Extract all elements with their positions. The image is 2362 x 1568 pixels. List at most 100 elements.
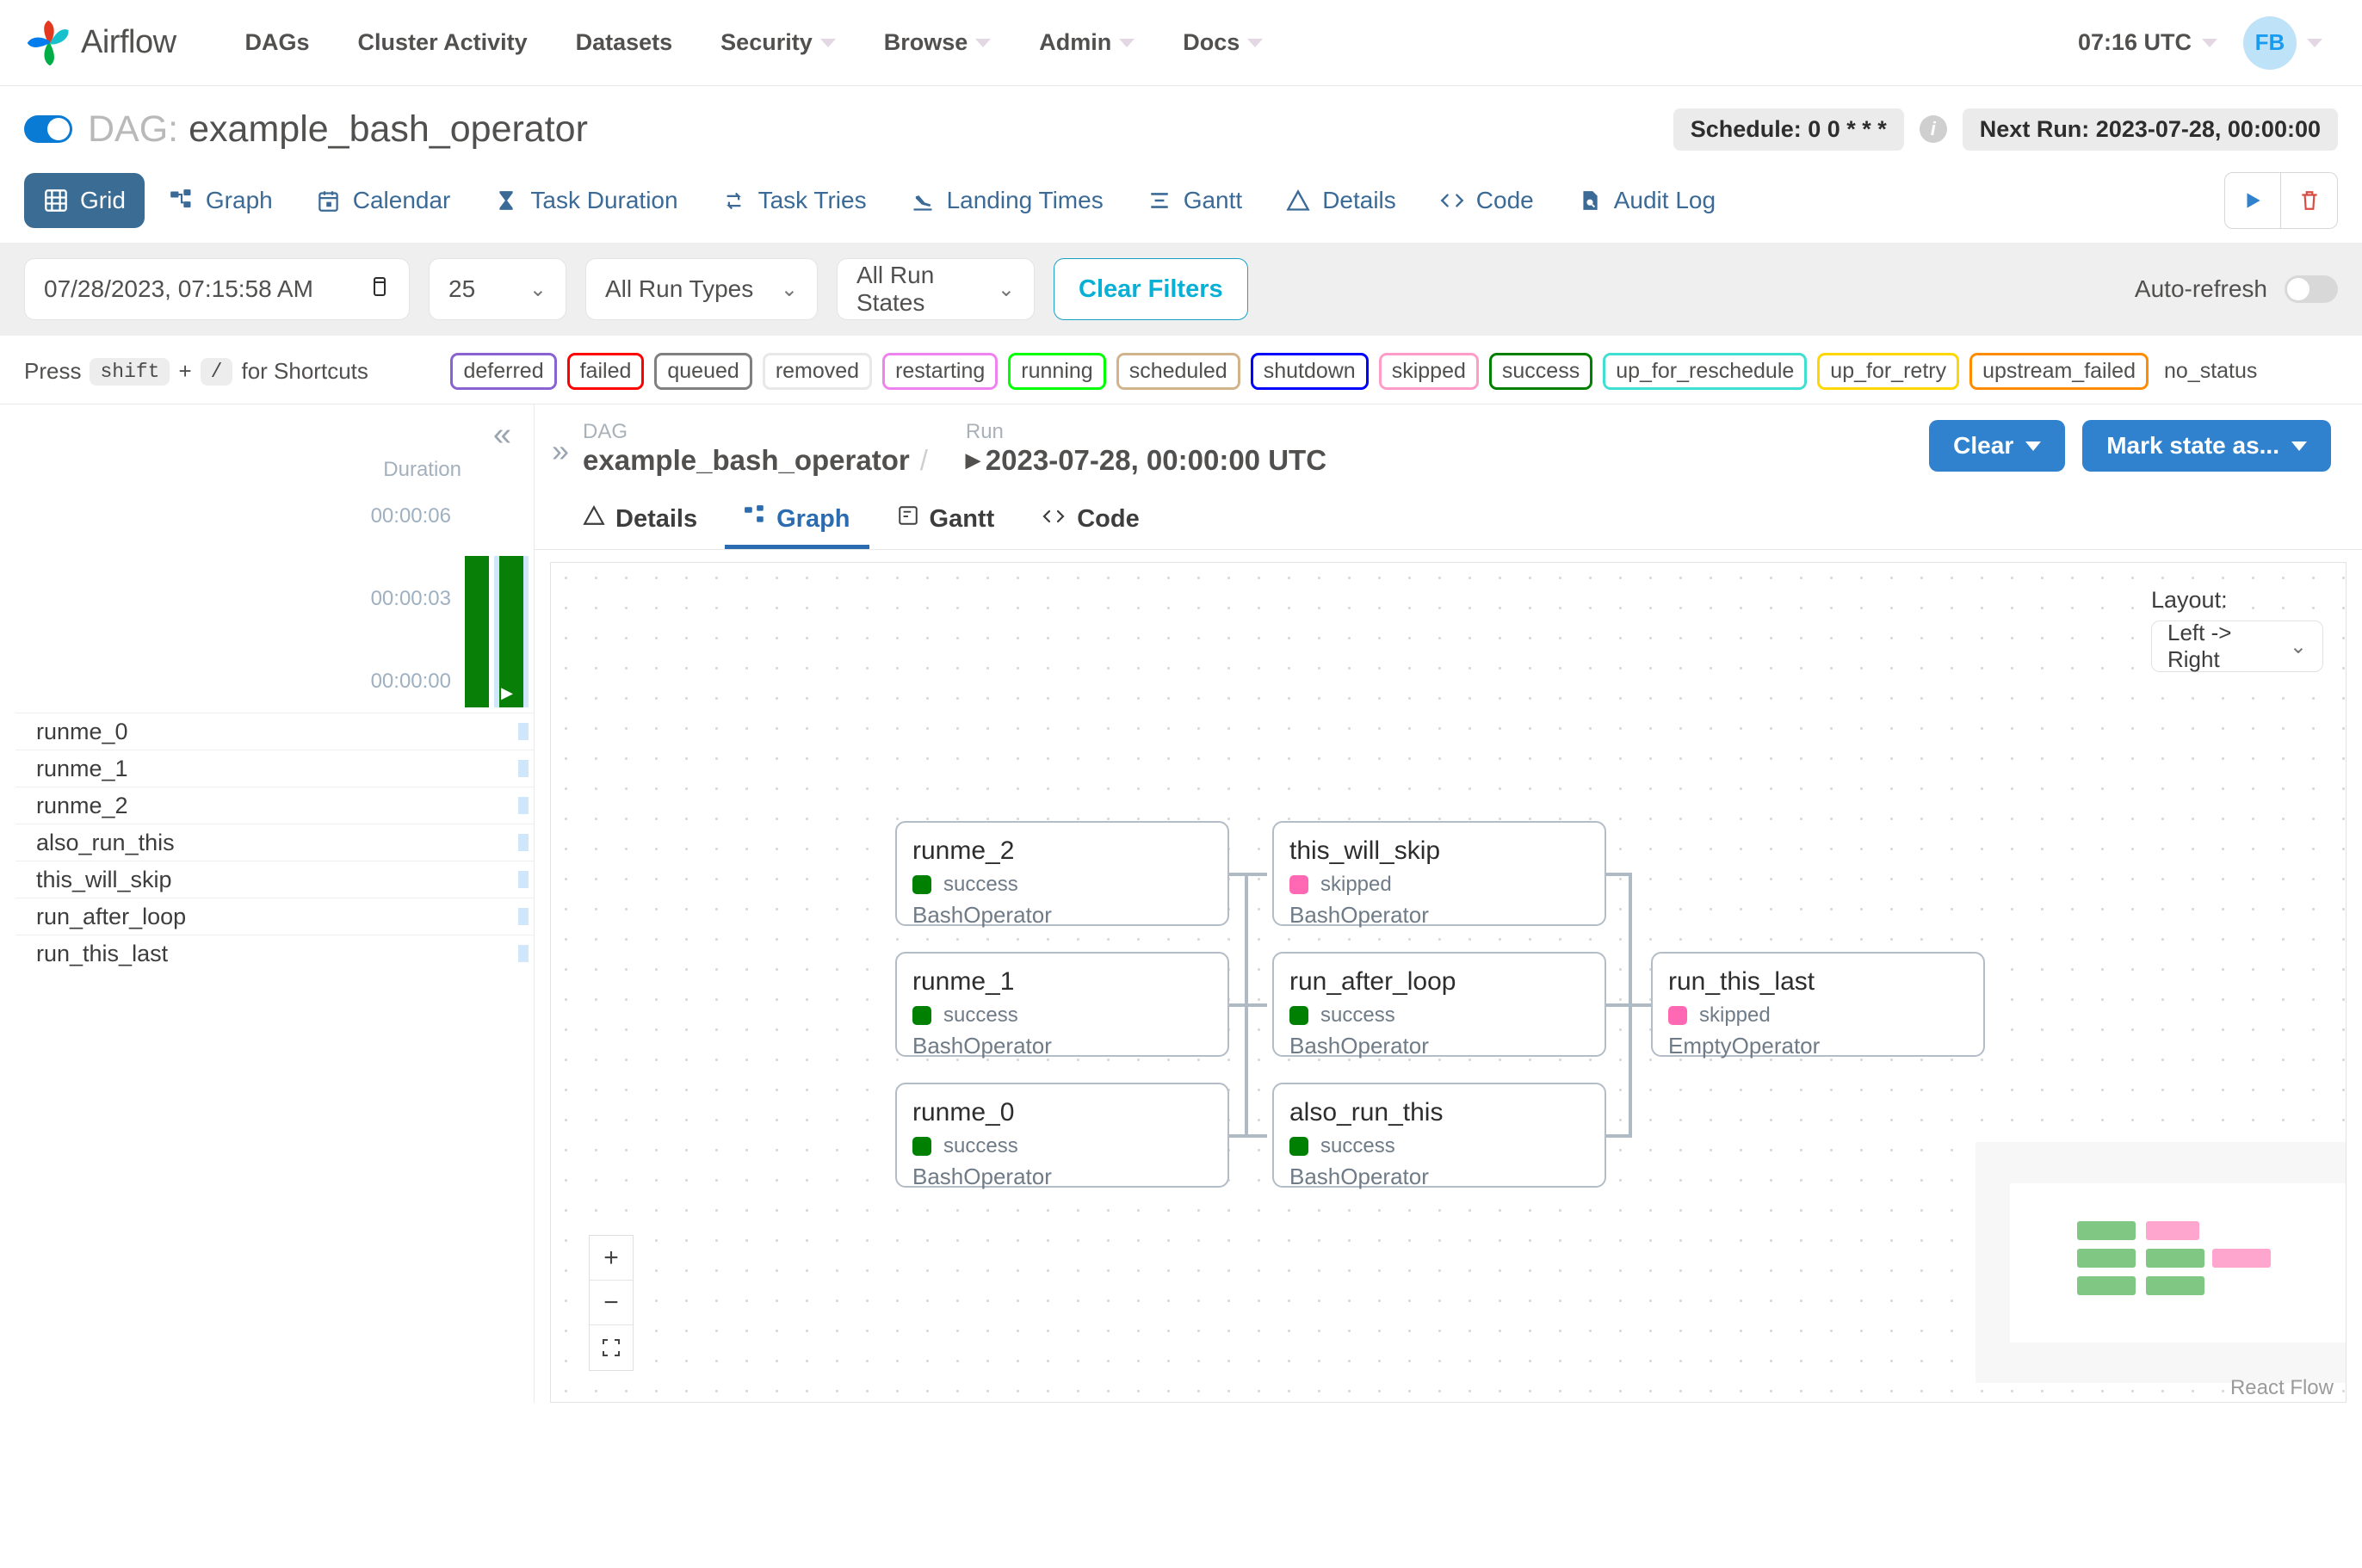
legend-badge-shutdown[interactable]: shutdown xyxy=(1250,353,1369,390)
expand-panel-icon[interactable]: » xyxy=(552,433,570,468)
fit-view-button[interactable] xyxy=(590,1325,633,1370)
duration-bar[interactable] xyxy=(499,556,523,707)
state-cell[interactable] xyxy=(503,797,513,814)
airflow-logo-icon xyxy=(24,17,76,69)
state-cell[interactable] xyxy=(518,908,529,925)
zoom-in-button[interactable]: + xyxy=(590,1236,633,1281)
legend-badge-success[interactable]: success xyxy=(1488,353,1593,390)
nav-items: DAGs Cluster Activity Datasets Security … xyxy=(221,21,1288,65)
tab-gantt[interactable]: Gantt xyxy=(1128,173,1261,228)
breadcrumb-run[interactable]: Run ▶ 2023-07-28, 00:00:00 UTC xyxy=(966,420,1326,477)
inner-tab-gantt[interactable]: Gantt xyxy=(878,494,1014,549)
graph-node-this_will_skip[interactable]: this_will_skip skipped BashOperator xyxy=(1272,821,1606,928)
legend-badge-skipped[interactable]: skipped xyxy=(1378,353,1479,390)
state-cell[interactable] xyxy=(518,760,529,777)
graph-minimap[interactable]: React Flow xyxy=(1976,1142,2346,1399)
table-row[interactable]: also_run_this xyxy=(15,824,534,861)
clock-selector[interactable]: 07:16 UTC xyxy=(2078,29,2217,56)
user-menu[interactable]: FB xyxy=(2243,15,2322,70)
task-state-squares xyxy=(503,834,529,851)
inner-tab-graph[interactable]: Graph xyxy=(725,494,869,549)
layout-label: Layout: xyxy=(2151,587,2228,613)
trigger-dag-button[interactable] xyxy=(2224,172,2281,229)
chevron-down-icon xyxy=(2202,38,2217,47)
run-type-select[interactable]: All Run Types ⌄ xyxy=(585,258,818,320)
tab-landing-times[interactable]: Landing Times xyxy=(891,173,1122,228)
state-cell[interactable] xyxy=(518,871,529,888)
table-row[interactable]: runme_2 xyxy=(15,787,534,824)
duration-bar-selected-col[interactable]: ▶ xyxy=(494,556,529,707)
tab-audit-log[interactable]: Audit Log xyxy=(1558,173,1734,228)
run-limit-select[interactable]: 25 ⌄ xyxy=(429,258,566,320)
legend-badge-no-status[interactable]: no_status xyxy=(2163,359,2258,383)
breadcrumb-run-text: 2023-07-28, 00:00:00 UTC xyxy=(985,444,1327,476)
legend-badge-running[interactable]: running xyxy=(1008,353,1106,390)
legend-badge-deferred[interactable]: deferred xyxy=(450,353,557,390)
tab-grid[interactable]: Grid xyxy=(24,173,145,228)
table-row[interactable]: run_after_loop xyxy=(15,898,534,935)
state-cell[interactable] xyxy=(518,834,529,851)
breadcrumb-dag[interactable]: DAG example_bash_operator / xyxy=(583,420,928,477)
state-cell[interactable] xyxy=(503,723,513,740)
legend-badge-queued[interactable]: queued xyxy=(654,353,752,390)
inner-tab-code[interactable]: Code xyxy=(1022,494,1159,549)
nav-item-dags[interactable]: DAGs xyxy=(221,21,334,65)
shortcut-prefix: Press xyxy=(24,358,82,384)
zoom-out-button[interactable]: − xyxy=(590,1281,633,1325)
inner-tab-details[interactable]: Details xyxy=(564,494,716,549)
run-date-input[interactable]: 07/28/2023, 07:15:58 AM xyxy=(24,258,410,320)
mark-state-button[interactable]: Mark state as... xyxy=(2082,420,2331,472)
duration-bar[interactable] xyxy=(465,556,489,707)
auto-refresh-toggle[interactable] xyxy=(2285,275,2338,303)
mark-state-button-label: Mark state as... xyxy=(2106,432,2279,459)
table-row[interactable]: this_will_skip xyxy=(15,861,534,898)
tab-task-duration[interactable]: Task Duration xyxy=(474,173,696,228)
tab-graph[interactable]: Graph xyxy=(150,173,292,228)
clear-filters-button[interactable]: Clear Filters xyxy=(1054,258,1248,320)
legend-badge-up-for-reschedule[interactable]: up_for_reschedule xyxy=(1603,353,1808,390)
nav-item-browse[interactable]: Browse xyxy=(860,21,1016,65)
tab-details[interactable]: Details xyxy=(1266,173,1415,228)
graph-node-runme_0[interactable]: runme_0 success BashOperator xyxy=(895,1083,1229,1189)
state-cell[interactable] xyxy=(503,945,513,962)
nav-item-datasets[interactable]: Datasets xyxy=(552,21,697,65)
tab-code[interactable]: Code xyxy=(1420,173,1553,228)
nav-item-admin[interactable]: Admin xyxy=(1015,21,1159,65)
graph-node-run_this_last[interactable]: run_this_last skipped EmptyOperator xyxy=(1651,952,1985,1059)
nav-label: Docs xyxy=(1183,29,1240,55)
collapse-grid-icon[interactable]: « xyxy=(492,417,511,453)
state-cell[interactable] xyxy=(503,760,513,777)
table-row[interactable]: runme_1 xyxy=(15,750,534,787)
run-state-select[interactable]: All Run States ⌄ xyxy=(837,258,1035,320)
graph-node-runme_1[interactable]: runme_1 success BashOperator xyxy=(895,952,1229,1059)
legend-badge-scheduled[interactable]: scheduled xyxy=(1116,353,1240,390)
table-row[interactable]: runme_0 xyxy=(15,713,534,750)
dag-pause-toggle[interactable] xyxy=(24,115,72,143)
state-cell[interactable] xyxy=(503,871,513,888)
tab-task-tries[interactable]: Task Tries xyxy=(702,173,886,228)
tab-calendar[interactable]: Calendar xyxy=(297,173,470,228)
state-cell[interactable] xyxy=(518,723,529,740)
nav-item-cluster-activity[interactable]: Cluster Activity xyxy=(334,21,552,65)
state-cell[interactable] xyxy=(518,797,529,814)
graph-canvas[interactable]: runme_2 success BashOperator runme_1 suc… xyxy=(550,562,2347,1403)
layout-select[interactable]: Left -> Right ⌄ xyxy=(2151,620,2323,672)
state-cell[interactable] xyxy=(503,908,513,925)
nav-item-security[interactable]: Security xyxy=(696,21,860,65)
clear-button[interactable]: Clear xyxy=(1929,420,2066,472)
nav-item-docs[interactable]: Docs xyxy=(1159,21,1287,65)
graph-node-run_after_loop[interactable]: run_after_loop success BashOperator xyxy=(1272,952,1606,1059)
legend-badge-removed[interactable]: removed xyxy=(762,353,873,390)
graph-node-also_run_this[interactable]: also_run_this success BashOperator xyxy=(1272,1083,1606,1189)
legend-badge-upstream-failed[interactable]: upstream_failed xyxy=(1969,353,2149,390)
delete-dag-button[interactable] xyxy=(2281,172,2338,229)
airflow-brand[interactable]: Airflow xyxy=(24,17,176,69)
graph-node-runme_2[interactable]: runme_2 success BashOperator xyxy=(895,821,1229,928)
legend-badge-up-for-retry[interactable]: up_for_retry xyxy=(1817,353,1960,390)
legend-badge-restarting[interactable]: restarting xyxy=(882,353,999,390)
info-icon[interactable]: i xyxy=(1919,115,1947,143)
state-cell[interactable] xyxy=(503,834,513,851)
legend-badge-failed[interactable]: failed xyxy=(566,353,645,390)
state-cell[interactable] xyxy=(518,945,529,962)
table-row[interactable]: run_this_last xyxy=(15,935,534,972)
